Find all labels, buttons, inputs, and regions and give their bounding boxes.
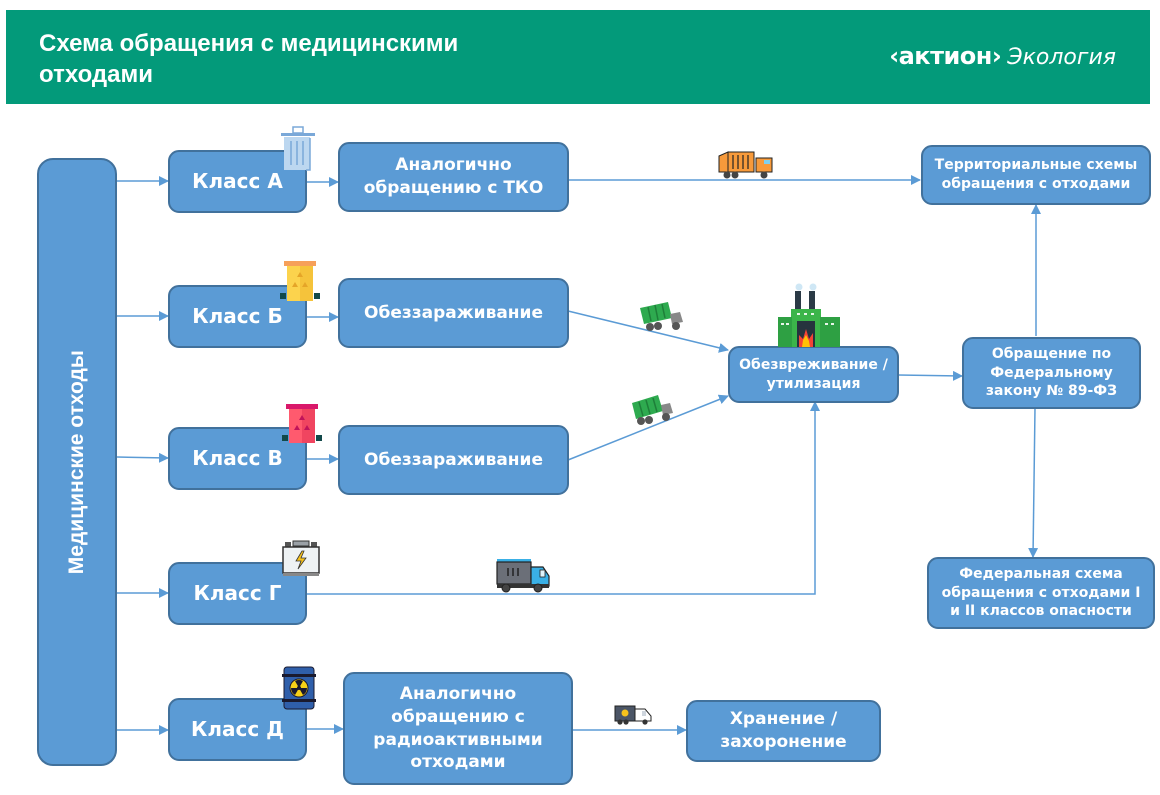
class-b-label: Класс Б: [192, 304, 283, 328]
federal-law-box: Обращение по Федеральному закону № 89-ФЗ: [962, 337, 1141, 409]
header-banner: Схема обращения с медицинскими отходами …: [6, 10, 1150, 104]
source-label: Медицинские отходы: [64, 349, 88, 575]
federal-law-label: Обращение по Федеральному закону № 89-ФЗ: [985, 345, 1118, 400]
trash-can-icon: [281, 126, 315, 171]
class-v-label: Класс В: [192, 446, 283, 470]
process-disinfection-b-box: Обеззараживание: [338, 278, 569, 348]
red-hazard-bin-icon: [282, 404, 322, 443]
yellow-hazard-bin-icon: [280, 261, 320, 301]
cargo-truck-icon: [496, 559, 550, 593]
source-medical-waste: Медицинские отходы: [37, 158, 117, 766]
class-a-label: Класс А: [192, 169, 283, 193]
radioactive-barrel-icon: [282, 666, 316, 710]
class-g-label: Класс Г: [193, 581, 282, 605]
radioactive-van-icon: [614, 705, 652, 725]
territorial-schemes-label: Территориальные схемы обращения с отхода…: [934, 157, 1138, 192]
class-a-box: Класс А: [168, 150, 307, 213]
arrow-neutralization-to-law: [897, 370, 963, 381]
factory-icon: [778, 283, 840, 347]
class-b-box: Класс Б: [168, 285, 307, 348]
class-d-box: Класс Д: [168, 698, 307, 761]
federal-scheme-box: Федеральная схема обращения с отходами I…: [927, 557, 1155, 629]
process-disinfection-v-box: Обеззараживание: [338, 425, 569, 495]
process-tko-label: Аналогично обращению с ТКО: [363, 155, 544, 198]
class-v-box: Класс В: [168, 427, 307, 490]
process-radioactive-box: Аналогично обращению с радиоактивными от…: [343, 672, 573, 785]
territorial-schemes-box: Территориальные схемы обращения с отхода…: [921, 145, 1151, 205]
storage-box: Хранение / захоронение: [686, 700, 881, 762]
page-title: Схема обращения с медицинскими отходами: [39, 30, 459, 88]
arrow-source-to-class-v: [116, 452, 169, 463]
neutralization-box: Обезвреживание / утилизация: [728, 346, 899, 403]
class-d-label: Класс Д: [191, 717, 284, 741]
process-disinfection-v-label: Обеззараживание: [364, 449, 543, 470]
battery-icon: [282, 540, 320, 576]
process-tko-box: Аналогично обращению с ТКО: [338, 142, 569, 212]
process-radioactive-label: Аналогично обращению с радиоактивными от…: [373, 683, 543, 773]
dump-truck-icon: [640, 302, 683, 331]
storage-label: Хранение / захоронение: [720, 709, 847, 752]
brand-sub: Экология: [1007, 45, 1116, 70]
federal-scheme-label: Федеральная схема обращения с отходами I…: [941, 565, 1141, 620]
garbage-truck-icon: [718, 151, 773, 179]
brand-main: ‹актион›: [889, 42, 1002, 70]
neutralization-label: Обезвреживание / утилизация: [739, 356, 888, 392]
arrow-g-to-neutralization: [306, 401, 820, 595]
arrow-b-to-neutralization: [567, 310, 729, 353]
brand-logo: ‹актион›Экология: [889, 42, 1116, 71]
arrow-v-to-neutralization: [567, 394, 729, 461]
process-disinfection-b-label: Обеззараживание: [364, 302, 543, 323]
arrow-law-to-federal: [1028, 407, 1039, 558]
dump-truck-icon: [632, 395, 673, 425]
